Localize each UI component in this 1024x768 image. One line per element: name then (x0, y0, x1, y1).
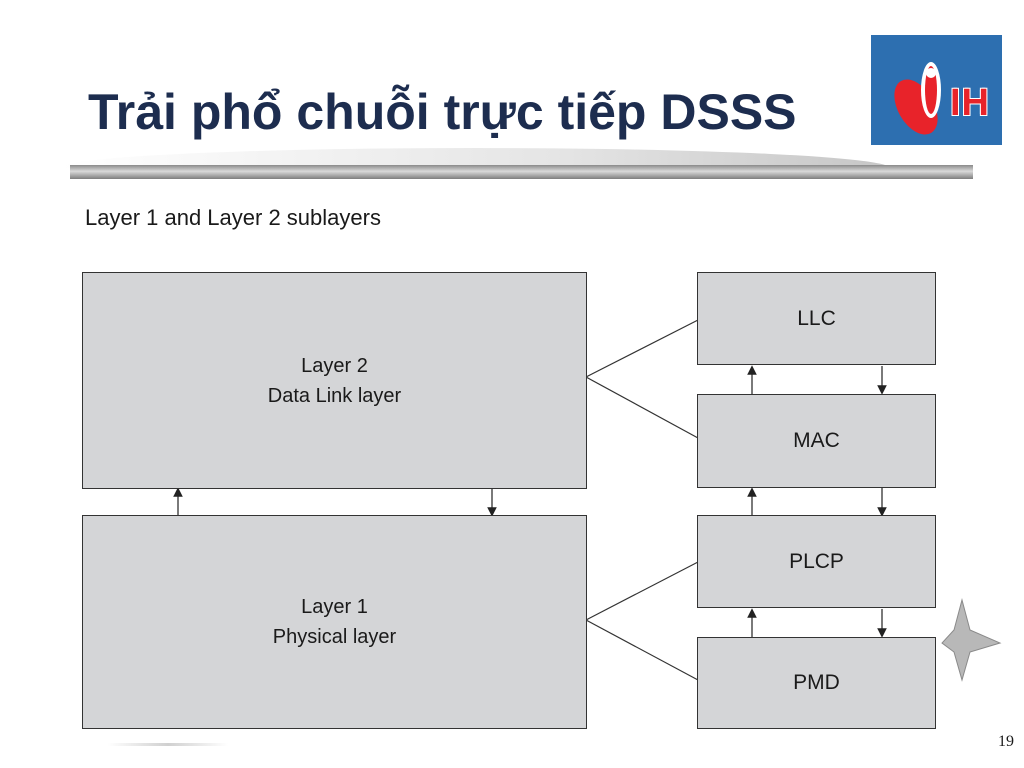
plcp-box: PLCP (697, 515, 936, 608)
title-rule (70, 165, 973, 179)
layer2-box: Layer 2 Data Link layer (82, 272, 587, 489)
logo-text: IH (950, 82, 990, 124)
layer1-to-pmd-line (585, 619, 699, 681)
layer2-to-llc-line (585, 319, 699, 378)
title-underline-sweep (60, 148, 890, 168)
layer1-box: Layer 1 Physical layer (82, 515, 587, 729)
layer2-subtitle: Data Link layer (267, 384, 402, 407)
diagram-subtitle: Layer 1 and Layer 2 sublayers (85, 205, 381, 230)
plcp-label: PLCP (789, 549, 844, 573)
university-logo: IH (871, 35, 1002, 145)
llc-box: LLC (697, 272, 936, 365)
star-icon (941, 598, 1002, 682)
layer2-to-mac-line (585, 376, 699, 439)
pmd-box: PMD (697, 637, 936, 729)
footer-decoration (108, 743, 228, 746)
mac-box: MAC (697, 394, 936, 488)
layer1-title: Layer 1 (301, 596, 368, 618)
page-number: 19 (998, 733, 1014, 750)
pmd-label: PMD (793, 671, 840, 694)
layer1-subtitle: Physical layer (272, 626, 397, 648)
lotus-emblem-icon (894, 62, 941, 135)
llc-label: LLC (797, 306, 836, 330)
layer2-title: Layer 2 (301, 354, 368, 377)
slide-title: Trải phổ chuỗi trực tiếp DSSS (88, 84, 797, 140)
mac-label: MAC (793, 429, 840, 452)
layer1-to-plcp-line (585, 561, 699, 621)
